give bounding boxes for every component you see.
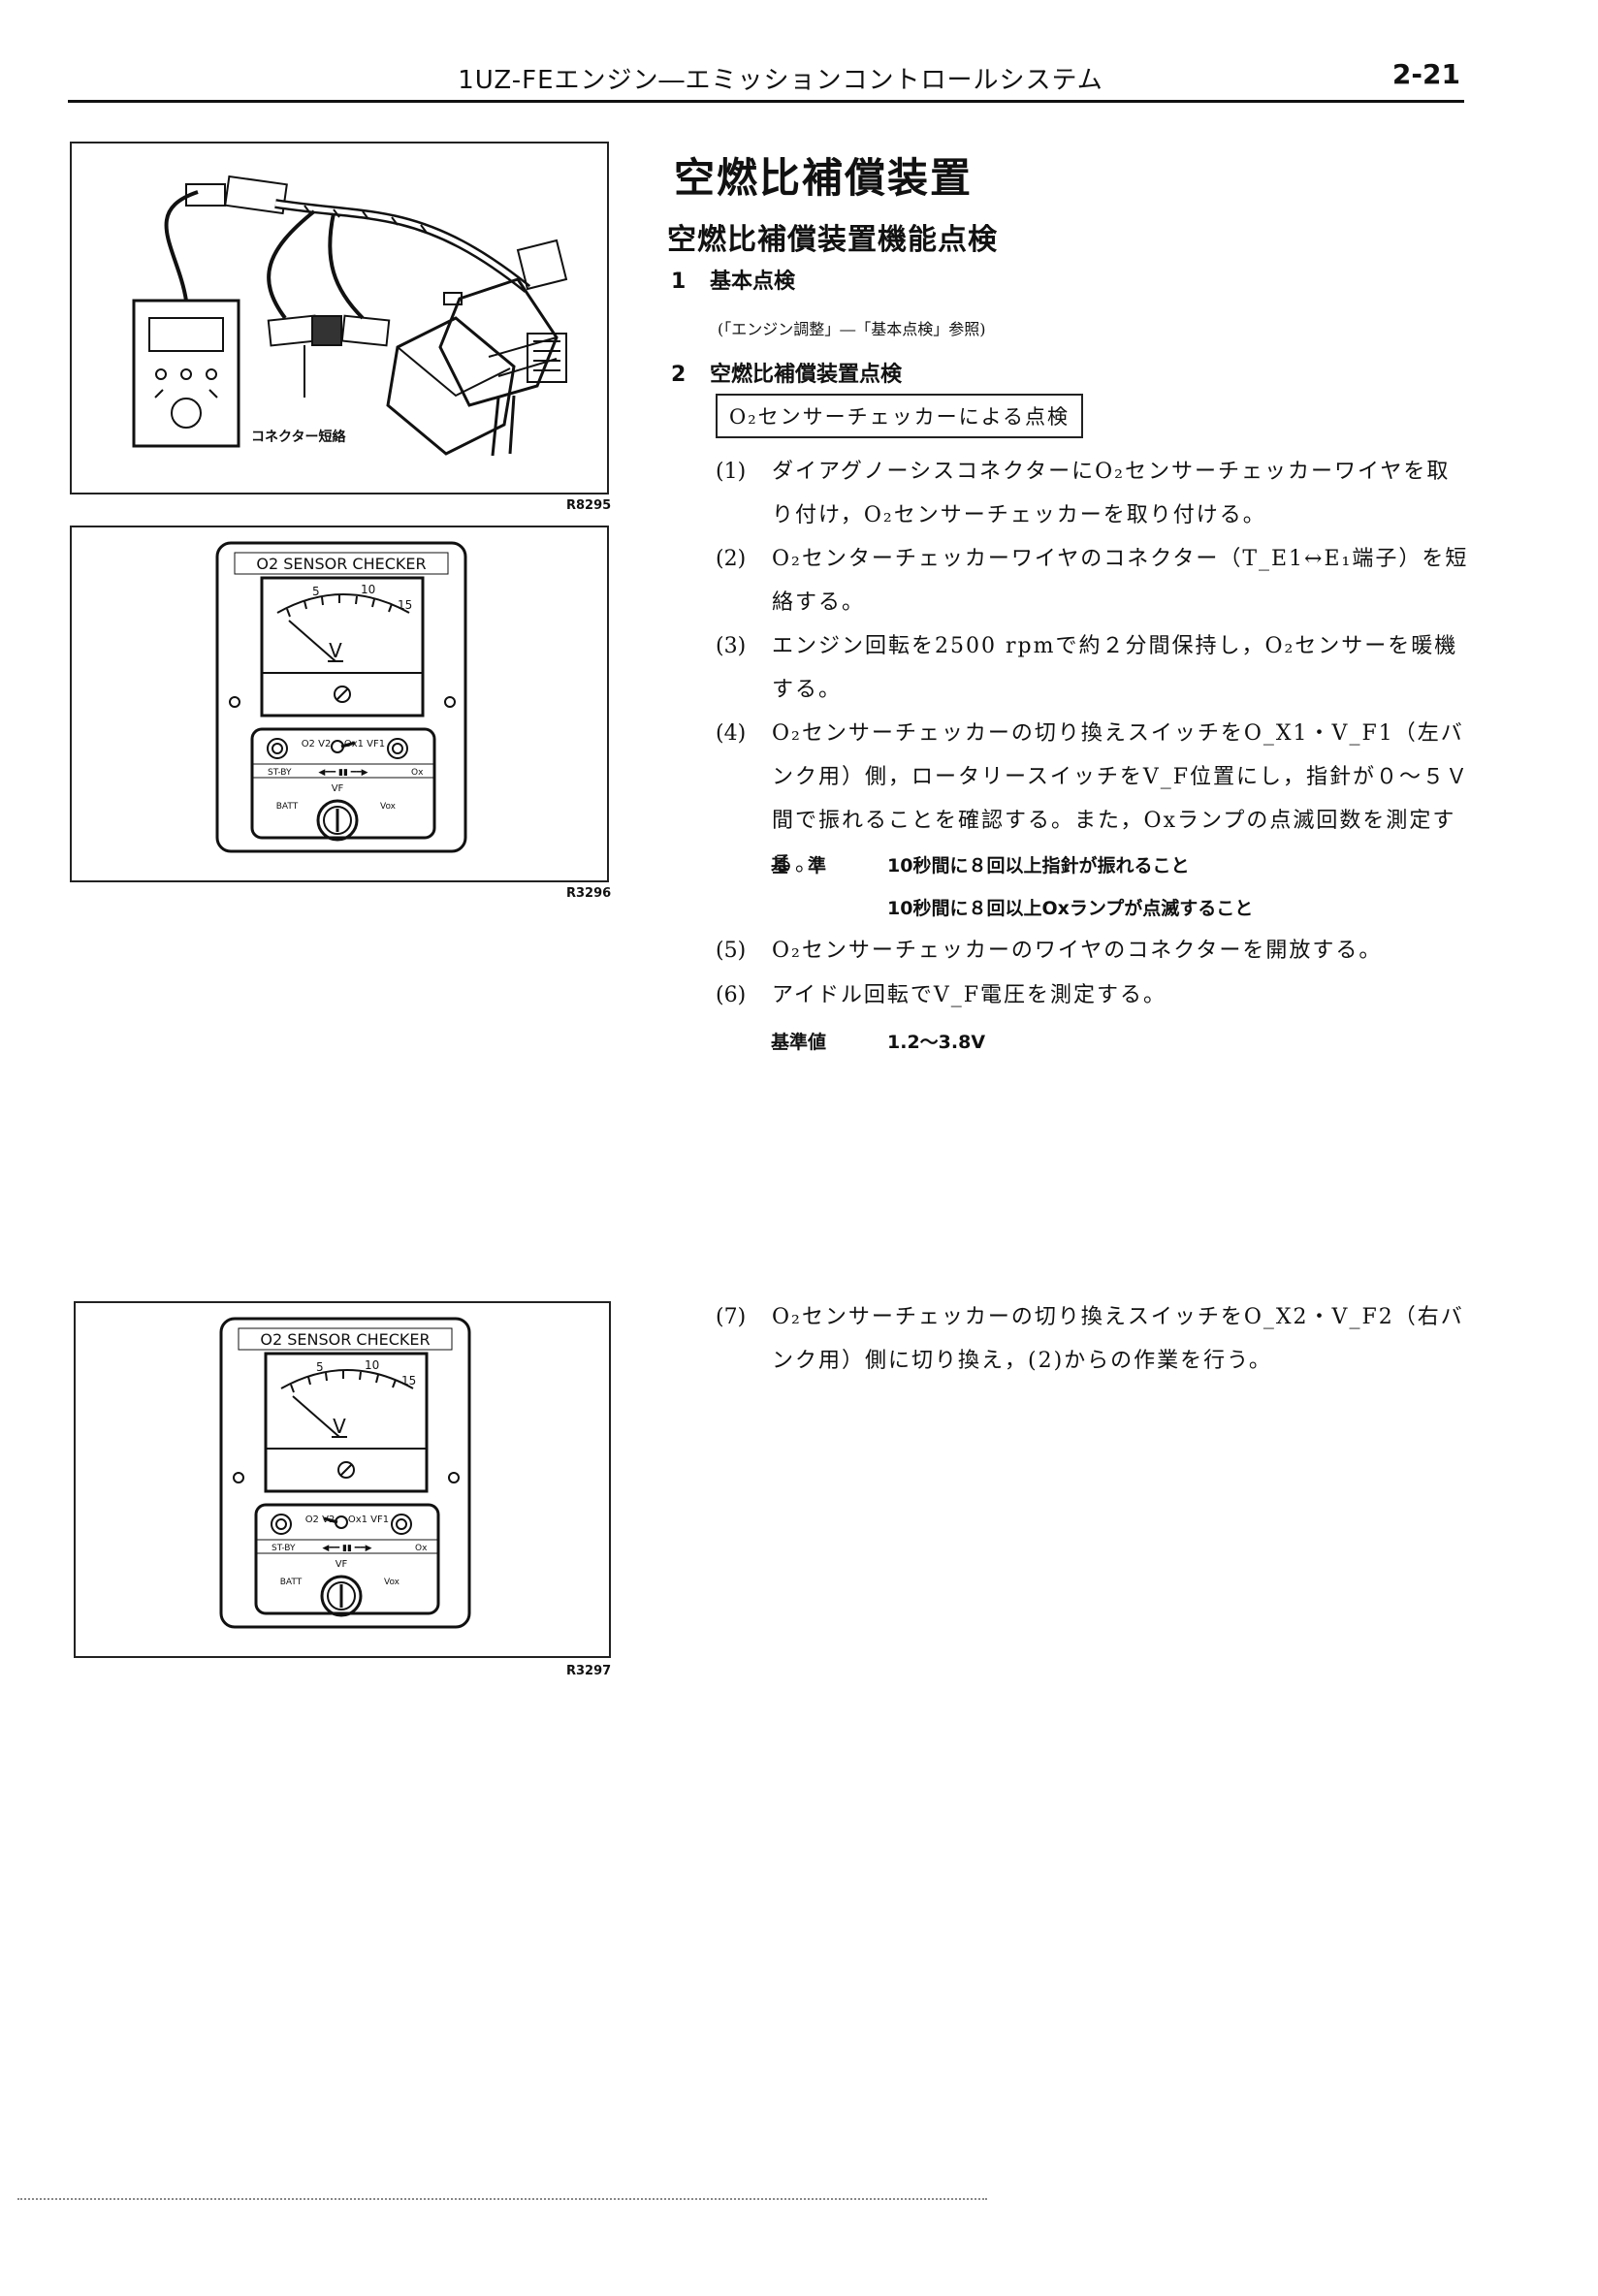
mode-ox-label-2: Ox bbox=[415, 1544, 428, 1553]
section-title: 空燃比補償装置 bbox=[674, 154, 974, 202]
knob-vf-label-2: VF bbox=[336, 1559, 348, 1570]
meter-needle-1 bbox=[288, 620, 336, 662]
item-1-reference-note: (「エンジン調整」―「基本点検」参照) bbox=[718, 320, 986, 338]
meter-unit-1: V bbox=[329, 639, 342, 662]
rotary-switch-icon-2 bbox=[320, 1575, 363, 1617]
switch-right-label-2: Ox1 VF1 bbox=[348, 1515, 389, 1525]
standard-line-2: 10秒間に８回以上Oxランプが点滅すること bbox=[887, 898, 1254, 919]
step-5-text: O₂センサーチェッカーのワイヤのコネクターを開放する。 bbox=[772, 939, 1383, 963]
step-4-number: (4) bbox=[716, 721, 747, 746]
step-6-number: (6) bbox=[716, 983, 747, 1007]
figure-code-r3296: R3296 bbox=[566, 886, 612, 901]
step-5-number: (5) bbox=[716, 939, 747, 963]
harness-figure: コネクター短絡 bbox=[70, 142, 609, 494]
scale-15-label-2: 15 bbox=[401, 1374, 416, 1387]
header-rule bbox=[68, 100, 1464, 103]
checker-illustration-2: O2 SENSOR CHECKER 5 10 15 V O2 V2 Ox1 VF… bbox=[219, 1317, 471, 1629]
mode-ox-label-1: Ox bbox=[411, 768, 424, 778]
switch-right-label-1: Ox1 VF1 bbox=[344, 739, 385, 749]
step-3-text: エンジン回転を2500 rpmで約２分間保持し，O₂センサーを暖機する。 bbox=[772, 634, 1458, 702]
checker-title-2: O2 SENSOR CHECKER bbox=[260, 1330, 430, 1349]
ox1-lamp-icon-2 bbox=[391, 1514, 412, 1535]
reference-value: 1.2～3.8V bbox=[887, 1032, 986, 1053]
checker-title-1: O2 SENSOR CHECKER bbox=[256, 555, 426, 573]
step-6-text: アイドル回転でV_F電圧を測定する。 bbox=[772, 983, 1167, 1007]
knob-vox-label-2: Vox bbox=[384, 1578, 400, 1587]
harness-illustration bbox=[132, 175, 568, 457]
item-2-number: 2 bbox=[671, 363, 687, 387]
scale-5-label-2: 5 bbox=[316, 1360, 324, 1374]
switch-left-label-2: O2 V2 bbox=[305, 1515, 336, 1525]
ox2-lamp-icon-1 bbox=[267, 738, 288, 759]
section-subtitle: 空燃比補償装置機能点検 bbox=[667, 223, 998, 257]
item-2-label: 空燃比補償装置点検 bbox=[710, 363, 903, 387]
running-header: 1UZ-FEエンジン―エミッションコントロールシステム bbox=[458, 66, 1103, 95]
figure-code-r3297: R3297 bbox=[566, 1664, 612, 1678]
knob-batt-label-2: BATT bbox=[280, 1578, 303, 1587]
rotary-switch-icon-1 bbox=[316, 799, 359, 842]
figure-code-r8295: R8295 bbox=[566, 498, 612, 513]
mode-arrow-label-2: ◀━━ ▮▮ ━━▶ bbox=[322, 1544, 371, 1553]
checker-figure-2: O2 SENSOR CHECKER 5 10 15 V O2 V2 Ox1 VF… bbox=[74, 1301, 611, 1658]
bottom-dotted-rule bbox=[17, 2198, 987, 2200]
scale-10-label-1: 10 bbox=[361, 583, 375, 596]
step-7-text: O₂センサーチェッカーの切り換えスイッチをO_X2・V_F2（右バンク用）側に切… bbox=[772, 1305, 1464, 1373]
knob-vf-label-1: VF bbox=[332, 783, 344, 794]
step-1-number: (1) bbox=[716, 460, 747, 484]
ox2-lamp-icon-2 bbox=[271, 1514, 292, 1535]
step-1-text: ダイアグノーシスコネクターにO₂センサーチェッカーワイヤを取り付け，O₂センサー… bbox=[772, 460, 1451, 527]
reference-value-label: 基準値 bbox=[771, 1032, 827, 1053]
step-7-number: (7) bbox=[716, 1305, 747, 1329]
item-1-number: 1 bbox=[671, 270, 687, 294]
checker-illustration-1: O2 SENSOR CHECKER 5 10 15 V O2 V2 Ox1 VF… bbox=[215, 541, 467, 853]
meter-unit-2: V bbox=[333, 1415, 346, 1438]
standard-label: 基 準 bbox=[771, 855, 827, 877]
mode-arrow-label-1: ◀━━ ▮▮ ━━▶ bbox=[318, 768, 368, 778]
switch-left-label-1: O2 V2 bbox=[302, 739, 332, 749]
checker-figure-1: O2 SENSOR CHECKER 5 10 15 V O2 V2 Ox1 VF… bbox=[70, 526, 609, 882]
scale-5-label-1: 5 bbox=[312, 585, 320, 598]
step-2-number: (2) bbox=[716, 547, 747, 571]
scale-15-label-1: 15 bbox=[398, 598, 412, 612]
step-3-number: (3) bbox=[716, 634, 747, 658]
standard-line-1: 10秒間に８回以上指針が振れること bbox=[887, 855, 1190, 877]
connector-short-label: コネクター短絡 bbox=[251, 430, 346, 445]
mode-standby-label-1: ST-BY bbox=[268, 768, 292, 778]
knob-vox-label-1: Vox bbox=[380, 802, 397, 812]
mode-standby-label-2: ST-BY bbox=[272, 1544, 296, 1553]
meter-needle-2 bbox=[292, 1395, 340, 1438]
page-number: 2-21 bbox=[1391, 58, 1460, 90]
ox1-lamp-icon-1 bbox=[387, 738, 408, 759]
zero-adjust-icon-1 bbox=[334, 686, 351, 703]
scale-10-label-2: 10 bbox=[365, 1358, 379, 1372]
step-2-text: O₂センターチェッカーワイヤのコネクター（T_E1↔E₁端子）を短絡する。 bbox=[772, 547, 1469, 615]
zero-adjust-icon-2 bbox=[337, 1461, 355, 1479]
method-box: O₂センサーチェッカーによる点検 bbox=[716, 394, 1084, 438]
item-1-heading: 1 基本点検 bbox=[671, 264, 795, 295]
step-4-text: O₂センサーチェッカーの切り換えスイッチをO_X1・V_F1（左バンク用）側，ロ… bbox=[772, 721, 1470, 877]
knob-batt-label-1: BATT bbox=[276, 802, 299, 812]
item-1-label: 基本点検 bbox=[710, 270, 796, 294]
item-2-heading: 2 空燃比補償装置点検 bbox=[671, 357, 902, 388]
